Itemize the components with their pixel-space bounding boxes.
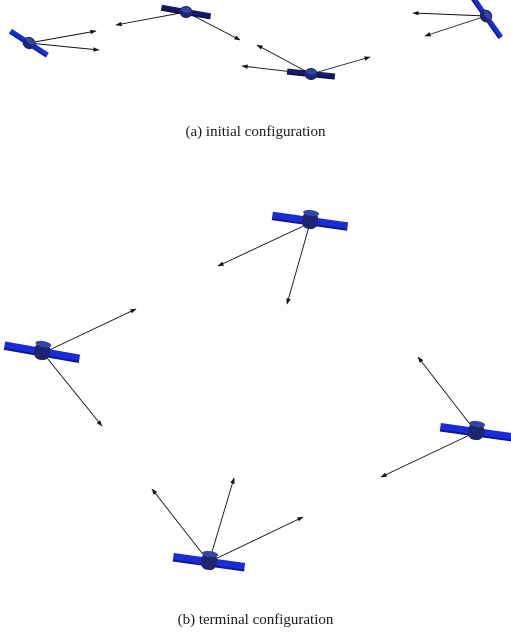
panel-a-initial [8, 0, 503, 81]
satellite-body [286, 67, 336, 81]
satellite-a3 [241, 44, 371, 81]
satellite-body [3, 340, 81, 364]
satellite-body [8, 28, 49, 58]
direction-arrow [151, 488, 210, 563]
direction-arrow [208, 477, 235, 563]
direction-arrow [417, 356, 477, 433]
direction-arrow [185, 11, 241, 41]
direction-arrow [28, 29, 97, 44]
direction-arrow [115, 11, 187, 27]
satellite-b2 [3, 308, 137, 427]
direction-arrow [217, 222, 311, 267]
direction-arrow [208, 516, 304, 563]
caption-initial-configuration: (a) initial configuration [185, 124, 326, 140]
satellite-body [172, 550, 246, 572]
direction-arrow [28, 42, 100, 52]
panel-b-terminal [3, 209, 511, 572]
satellite-b3 [380, 356, 511, 478]
satellite-b4 [151, 477, 304, 572]
satellite-body [271, 209, 349, 231]
satellite-b1 [217, 209, 349, 305]
direction-arrow [286, 222, 311, 305]
satellite-body [439, 420, 511, 442]
direction-arrow [412, 11, 487, 17]
satellite-a4 [412, 0, 503, 40]
direction-arrow [380, 431, 477, 478]
direction-arrow [256, 44, 312, 75]
caption-terminal-configuration: (b) terminal configuration [177, 612, 334, 628]
satellite-body [468, 0, 503, 40]
direction-arrow [42, 308, 137, 354]
direction-arrow [424, 15, 487, 37]
satellite-a1 [8, 28, 100, 58]
satellite-body [160, 4, 212, 20]
direction-arrow [310, 56, 371, 75]
satellite-a2 [115, 4, 241, 41]
direction-arrow [42, 352, 103, 427]
